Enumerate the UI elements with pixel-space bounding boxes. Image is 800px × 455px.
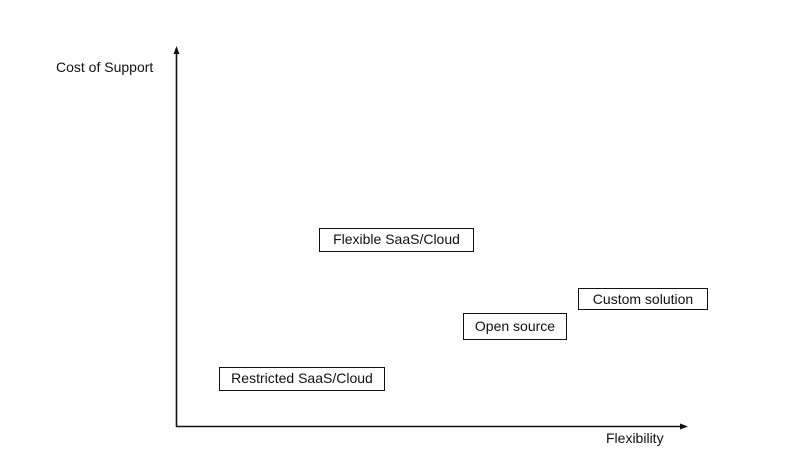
- open-source-box: Open source: [463, 313, 567, 340]
- y-axis-arrowhead: [173, 46, 180, 54]
- restricted-saas-cloud-box: Restricted SaaS/Cloud: [219, 367, 385, 391]
- custom-solution-box: Custom solution: [578, 288, 708, 310]
- x-axis-arrowhead: [680, 423, 688, 430]
- x-axis-label: Flexibility: [606, 430, 664, 446]
- flexible-saas-cloud-box: Flexible SaaS/Cloud: [319, 228, 474, 252]
- y-axis-label: Cost of Support: [56, 59, 154, 75]
